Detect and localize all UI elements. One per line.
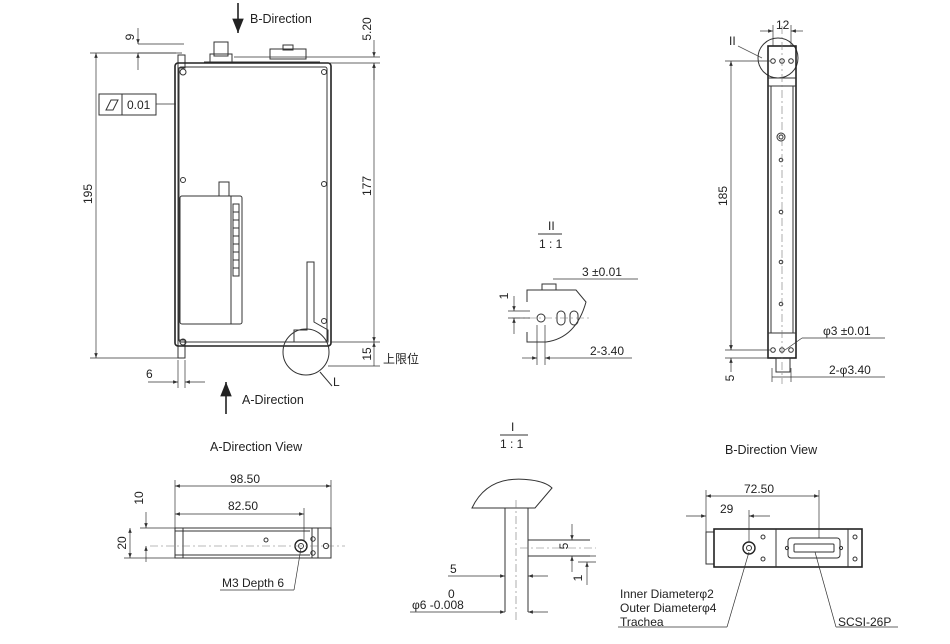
b-direction-label: B-Direction [250,12,312,26]
dim-98-50: 98.50 [230,472,260,486]
dim-20: 20 [115,536,129,550]
detail-i: I 1 : 1 5 1 5 0 φ6 -0.008 [410,420,596,620]
a-view-title: A-Direction View [210,440,303,454]
dim-5-side: 5 [723,374,737,381]
a-direction-label: A-Direction [242,393,304,407]
dim-5-i-horiz: 5 [450,562,457,576]
detail-marker-l: L [333,375,340,389]
flatness-value: 0.01 [127,98,151,112]
dim-phi3: φ3 ±0.01 [823,324,871,338]
side-view: II 12 185 [716,18,885,384]
dim-1-ii: 1 [497,292,511,299]
detail-i-title: I [511,420,514,434]
b-view-body [713,528,863,568]
inner-diameter-label: Inner Diameterφ2 [620,587,714,601]
dim-15: 15 [360,347,374,361]
front-view: B-Direction [81,3,419,414]
dim-5-20: 5.20 [360,17,374,41]
dim-29: 29 [720,502,734,516]
dim-185: 185 [716,186,730,206]
dim-10: 10 [132,491,146,505]
dim-9: 9 [123,33,137,40]
dim-72-50: 72.50 [744,482,774,496]
b-direction-view: B-Direction View 72.50 29 Inner Diameter… [618,443,898,629]
dim-3-tol: 3 ±0.01 [582,265,622,279]
dim-177: 177 [360,176,374,196]
dim-82-50: 82.50 [228,499,258,513]
detail-marker-ii-small: II [729,34,736,48]
detail-i-scale: 1 : 1 [500,437,524,451]
outer-diameter-label: Outer Diameterφ4 [620,601,717,615]
flatness-tolerance-box: 0.01 [98,93,176,116]
dim-195: 195 [81,184,95,204]
m3-label: M3 Depth 6 [222,576,284,590]
dim-0: 0 [448,587,455,601]
dim-6: 6 [146,367,153,381]
b-view-title: B-Direction View [725,443,818,457]
upper-limit-label: 上限位 [383,351,419,366]
trachea-label: Trachea [620,615,664,629]
dim-phi6-tol: φ6 -0.008 [412,598,464,612]
dim-2-phi3-40: 2-φ3.40 [829,363,871,377]
dim-12: 12 [776,18,790,32]
a-view-body [174,527,332,559]
dim-1-i: 1 [571,574,585,581]
detail-ii-title: II [548,219,555,233]
detail-ii-scale: 1 : 1 [539,237,563,251]
dim-2-3-40: 2-3.40 [590,344,624,358]
main-body [174,62,332,347]
a-direction-view: A-Direction View 98.50 82.50 10 [115,440,345,591]
detail-ii: II 1 : 1 3 ±0.01 1 2-3.40 [497,219,638,365]
dim-5-i-vert: 5 [557,542,571,549]
scsi-label: SCSI-26P [838,615,891,629]
